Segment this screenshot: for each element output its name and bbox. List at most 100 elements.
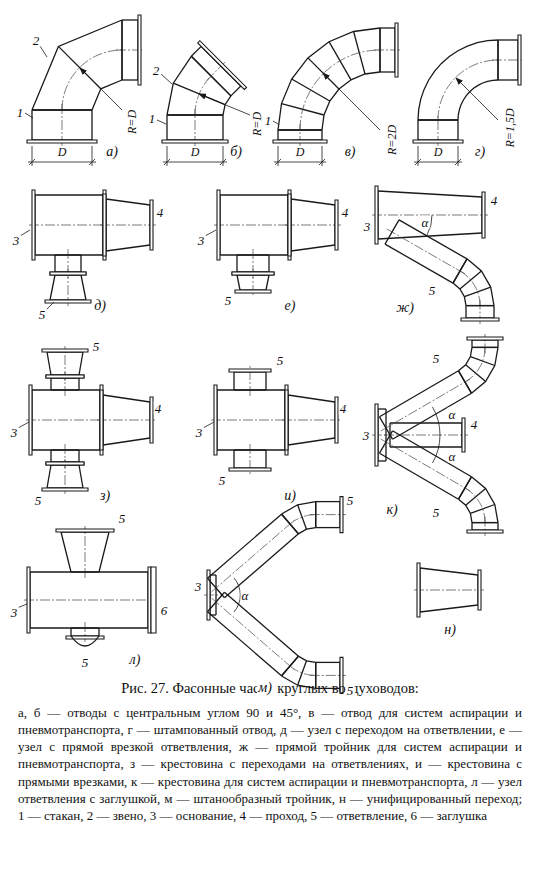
pipe-wall (291, 199, 335, 205)
callout-number: 4 (341, 206, 350, 219)
pipe-wall (265, 372, 266, 390)
callout-number: 6 (160, 604, 169, 617)
pipe-joint (385, 220, 399, 244)
callout-number: 5 (81, 656, 90, 669)
center-line (381, 379, 470, 431)
pipe-wall (191, 46, 201, 56)
callout-number: 5 (346, 684, 355, 697)
dimension-tick (220, 159, 226, 165)
callout-number: 5 (118, 512, 127, 525)
elbow-wall (472, 477, 499, 523)
flange (27, 567, 30, 633)
elbow-joint (418, 119, 458, 120)
center-line (24, 600, 154, 601)
elbow-joint (121, 20, 122, 80)
elbow-joint (379, 28, 380, 72)
flange (235, 290, 271, 293)
pipe-joint (71, 571, 99, 572)
extension-line (92, 146, 93, 166)
callout-number: 5 (428, 284, 437, 297)
flange (288, 194, 291, 256)
pipe-wall (91, 110, 92, 140)
leader-line (157, 120, 166, 124)
dimension-tick (89, 159, 95, 165)
center-line (285, 225, 341, 226)
elbow-wall (167, 56, 191, 115)
pipe-joint (71, 627, 99, 628)
elbow-joint (472, 347, 498, 348)
pipe-wall (385, 244, 453, 283)
elbow-joint (470, 505, 494, 514)
extension-line (418, 146, 419, 166)
callout-number: 1 (264, 114, 273, 127)
pipe-wall (81, 275, 86, 300)
pipe-wall (208, 612, 282, 676)
callout-number: 1 (148, 112, 157, 125)
center-line (460, 271, 480, 306)
flange (288, 190, 291, 260)
flange (46, 375, 84, 378)
pipe-joint (472, 522, 498, 523)
flange (462, 418, 465, 452)
pipe-joint (234, 449, 266, 450)
leader-line (273, 121, 278, 124)
dimension-tick (29, 159, 35, 165)
pipe-wall (380, 71, 395, 72)
pipe-joint (191, 56, 231, 96)
flange (335, 397, 338, 443)
flange (413, 140, 463, 143)
caption-legend-text: а, б — отводы с центральным углом 90 и 4… (18, 704, 522, 824)
elbow-wall (322, 72, 380, 130)
pipe-wall (222, 115, 223, 140)
dimension-tick (455, 159, 461, 165)
center-line (414, 590, 484, 591)
center-line (29, 225, 109, 226)
callout-number: 2 (152, 64, 161, 77)
elbow-joint (497, 40, 498, 80)
pipe-wall (420, 605, 478, 612)
elbow-joint (459, 371, 472, 394)
elbow-wall (278, 28, 380, 130)
elbow-joint (466, 305, 494, 306)
flange (46, 462, 84, 465)
flange (229, 468, 271, 471)
center-line (384, 435, 468, 436)
pipe-wall (316, 527, 340, 528)
callout-number: 4 (339, 402, 348, 415)
flange (100, 385, 103, 455)
figure-letter: к) (385, 503, 398, 517)
pipe-wall (32, 389, 100, 390)
pipe-wall (471, 340, 472, 347)
flange (162, 140, 228, 143)
callout-number: 3 (362, 429, 371, 442)
figure-letter: г) (474, 145, 486, 159)
pipe-wall (498, 79, 518, 80)
figure-letter: ж) (395, 301, 415, 315)
radius-leader (80, 68, 122, 110)
elbow-wall (282, 502, 316, 514)
callout-number: 3 (363, 220, 372, 233)
pipe-wall (393, 393, 472, 439)
elbow-joint (472, 522, 498, 523)
leader-line (46, 302, 54, 310)
center-line (97, 420, 156, 421)
flange (232, 272, 274, 275)
pipe-wall (316, 662, 340, 663)
end-cap (71, 636, 99, 646)
center-line (438, 60, 498, 120)
flange (103, 190, 106, 260)
extension-line (167, 146, 168, 166)
pipe-joint (55, 254, 81, 255)
pipe-wall (47, 352, 51, 375)
elbow-joint (191, 56, 231, 96)
pipe-wall (231, 86, 241, 96)
leader-line (18, 422, 29, 428)
pipe-wall (471, 523, 472, 530)
pipe-wall (208, 514, 282, 578)
flange (217, 190, 220, 260)
elbow-wall (459, 499, 473, 522)
pipe-wall (122, 79, 138, 80)
pipe-joint (315, 502, 316, 528)
flange (100, 390, 103, 450)
pipe-wall (378, 408, 386, 409)
